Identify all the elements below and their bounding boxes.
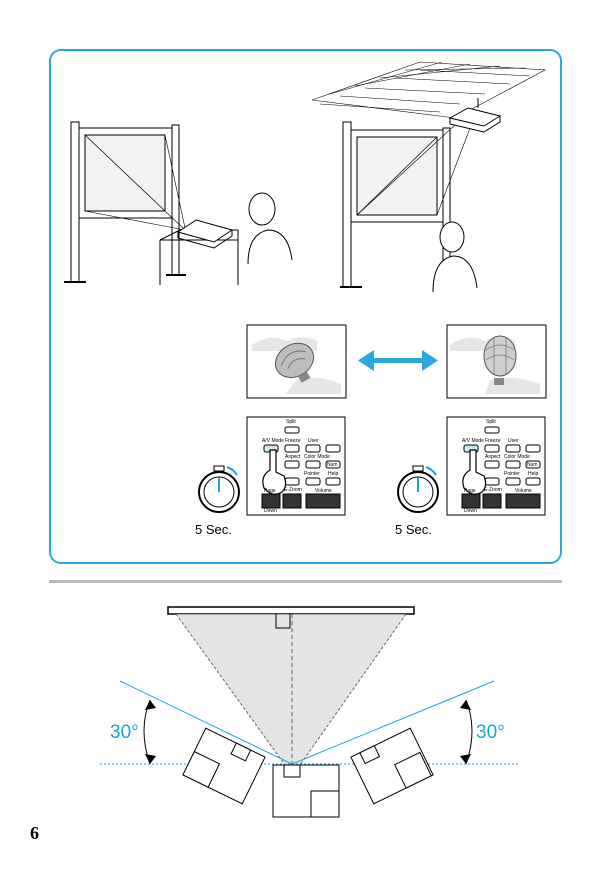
help-label: Help [528,471,539,477]
av-mode-label: A/V Mode [262,438,284,444]
aspect-label: Aspect [485,454,501,460]
page-label: Page [464,488,476,494]
projection-angle-diagram [100,606,520,818]
image-before [246,324,347,399]
color-mode-label: Color Mode [504,454,530,460]
angle-label-right: 30° [476,722,505,743]
angle-label-left: 30° [110,722,139,743]
help-label: Help [328,471,339,477]
freeze-label: Freeze [485,438,501,444]
ceiling-projection-illustration [311,61,547,293]
aspect-label: Aspect [285,454,301,460]
pointer-label: Pointer [504,471,520,477]
pointer-label: Pointer [304,471,320,477]
user-label: User [508,438,519,444]
remote-right [446,416,546,516]
num-label: Num [527,462,538,468]
page-label: Page [264,488,276,494]
color-mode-label: Color Mode [304,454,330,460]
user-label: User [308,438,319,444]
front-projection-illustration [64,121,293,285]
image-after [446,324,547,399]
illustration-frame [49,49,562,564]
av-mode-label: A/V Mode [462,438,484,444]
page-number: 6 [30,823,39,843]
down-label: Down [464,508,477,514]
e-zoom-label: E-Zoom [484,487,502,493]
remote-left [246,416,346,516]
e-zoom-label: E-Zoom [284,487,302,493]
stopwatch-icon [198,465,240,513]
section-divider [49,580,562,583]
freeze-label: Freeze [285,438,301,444]
num-label: Num [327,462,338,468]
double-arrow-icon [358,350,438,371]
split-label: Split [286,419,296,425]
volume-label: Volume [515,488,532,494]
timer-label-right: 5 Sec. [395,522,432,537]
volume-label: Volume [315,488,332,494]
down-label: Down [264,508,277,514]
timer-label-left: 5 Sec. [195,522,232,537]
stopwatch-icon [397,465,439,513]
split-label: Split [486,419,496,425]
